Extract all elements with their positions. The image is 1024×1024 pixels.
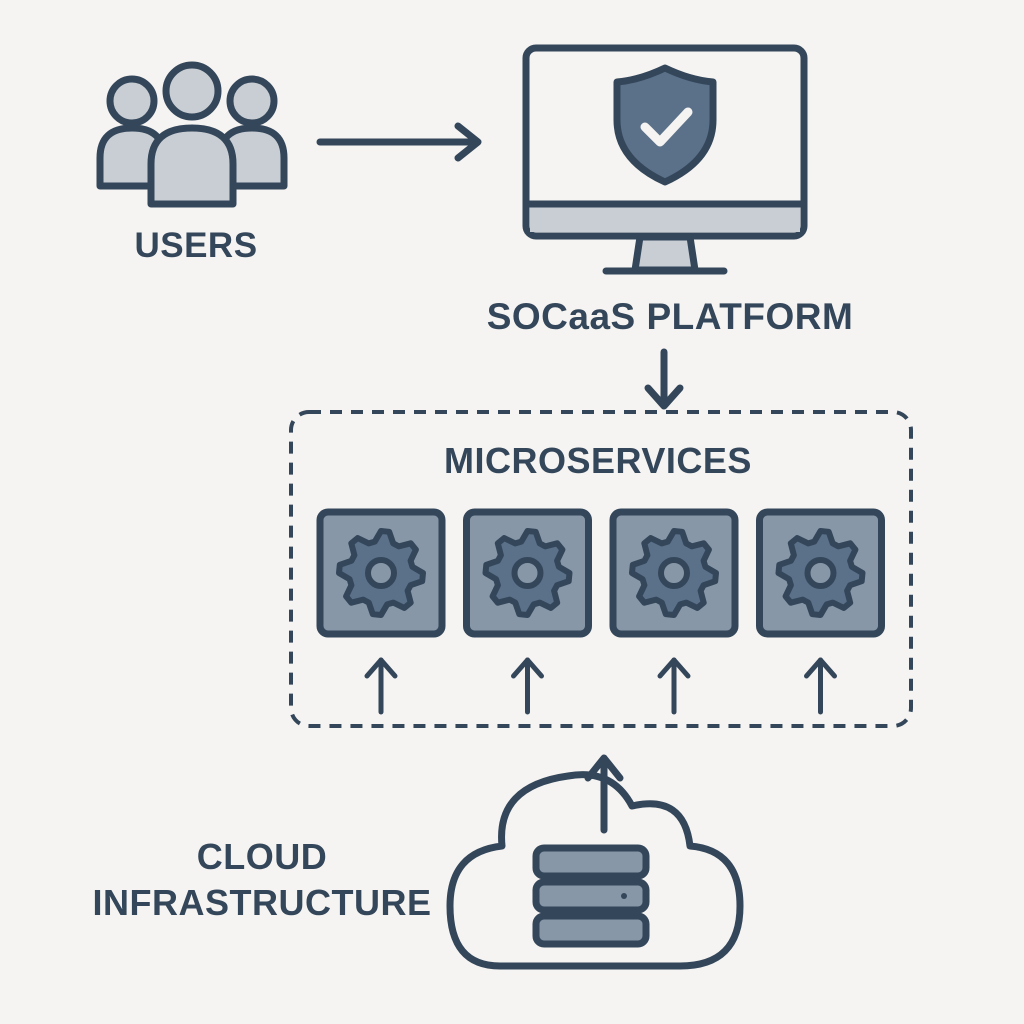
arrow-platform-to-microservices — [644, 348, 684, 410]
service-up-arrow — [804, 657, 837, 715]
platform-label: SOCaaS PLATFORM — [486, 296, 854, 337]
microservices-container — [289, 410, 913, 728]
monitor-shield-icon — [522, 44, 808, 275]
arrow-users-to-platform — [316, 122, 482, 162]
gear-hub — [511, 557, 544, 589]
cloud-server-icon — [446, 754, 744, 970]
service-up-arrow — [511, 657, 544, 715]
users-group-icon — [96, 61, 288, 208]
cloud-infrastructure-label: CLOUD INFRASTRUCTURE — [92, 836, 432, 923]
service-boxes — [316, 508, 885, 715]
service-up-arrow — [657, 657, 691, 715]
service-up-arrow — [364, 657, 398, 715]
users-label: USERS — [134, 226, 258, 265]
gear-hub — [804, 557, 837, 589]
gear-hub — [365, 557, 397, 589]
gear-hub — [658, 557, 690, 589]
microservices-label: MICROSERVICES — [444, 440, 752, 481]
